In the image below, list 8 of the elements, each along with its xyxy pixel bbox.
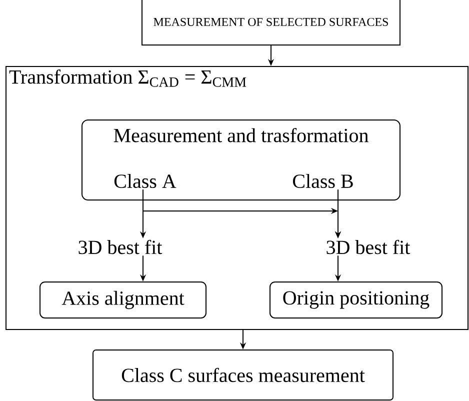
step-label: 3D best fit bbox=[326, 240, 410, 254]
process-box: MEASUREMENT OF SELECTED SURFACES bbox=[142, 0, 400, 46]
process-box: Origin positioning bbox=[270, 282, 442, 318]
step-label: 3D best fit bbox=[78, 240, 162, 254]
process-box: Class C surfaces measurement bbox=[92, 350, 394, 400]
process-box: Axis alignment bbox=[40, 282, 206, 318]
class-label: Class A bbox=[114, 174, 176, 188]
class-label: Class B bbox=[292, 174, 353, 188]
